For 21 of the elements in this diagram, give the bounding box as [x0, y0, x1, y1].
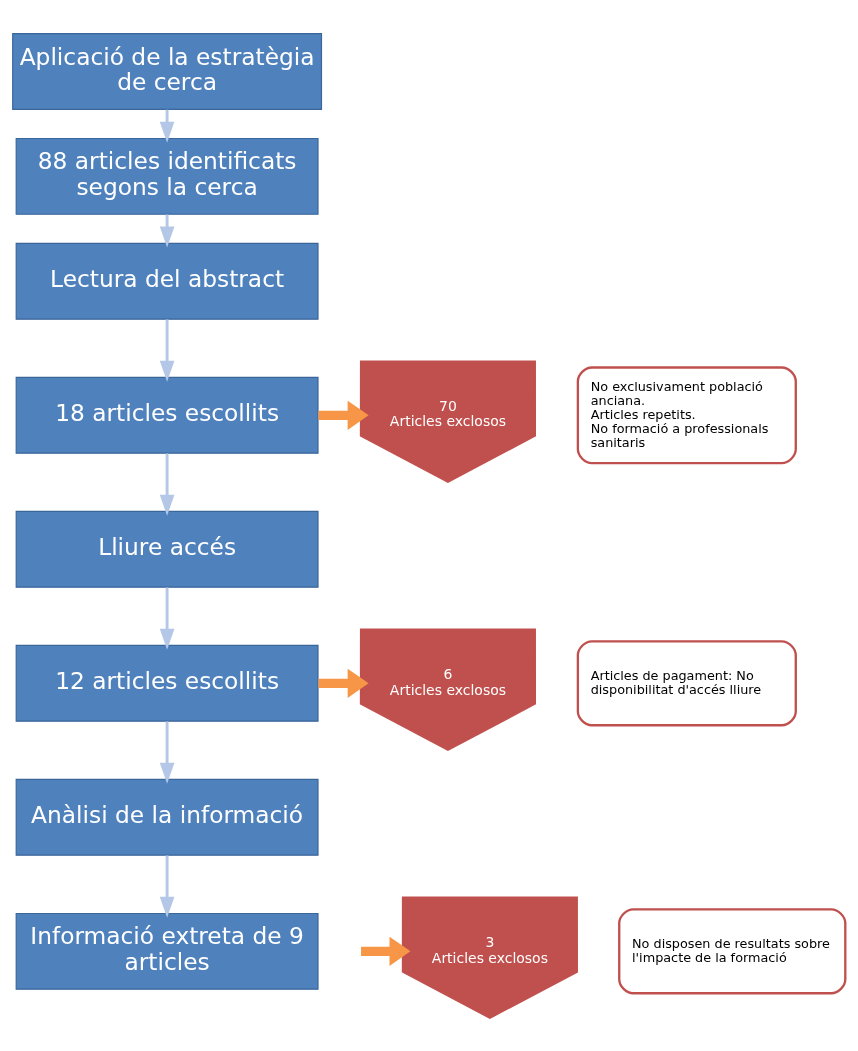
node-box: 88 articles identificats segons la cerca	[15, 137, 319, 215]
node-box: No disposen de resultats sobre l'impacte de la formació	[618, 907, 847, 994]
arrow	[159, 721, 175, 784]
arrow	[159, 587, 175, 650]
node-box: 18 articles escollits	[15, 376, 319, 454]
node-box: Aplicació de la estratègia de cerca	[12, 32, 323, 110]
node-box: Articles de pagament: No disponibilitat d'accés lliure	[576, 639, 797, 726]
arrow	[159, 855, 175, 918]
node-box: Anàlisi de la informació	[15, 778, 319, 856]
node-box: No exclusivament població anciana. Articles repetits. No formació a professionals sanitaris	[576, 365, 797, 464]
arrow	[159, 453, 175, 516]
arrow	[159, 319, 175, 382]
node-box: Informació extreta de 9 articles	[15, 912, 319, 990]
arrow	[318, 668, 369, 698]
node-box: 12 articles escollits	[15, 644, 319, 722]
node-box: Lliure accés	[15, 510, 319, 588]
arrow	[159, 214, 175, 248]
node-box: Lectura del abstract	[15, 242, 319, 320]
arrow	[318, 400, 369, 430]
arrow	[361, 936, 411, 966]
arrow	[159, 109, 175, 143]
